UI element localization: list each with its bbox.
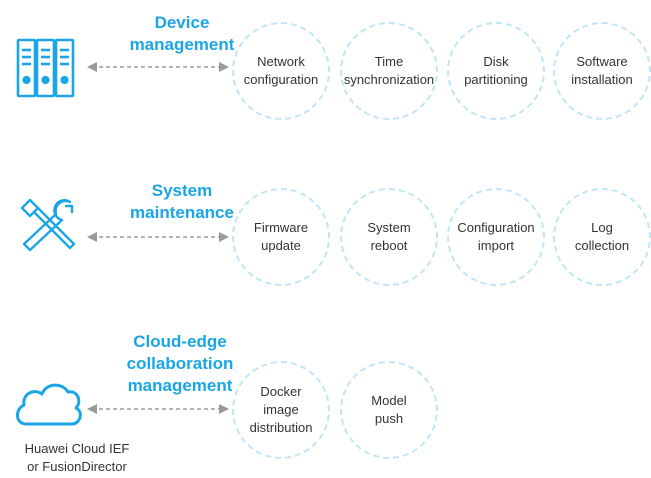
configuration-import-node: Configuration import xyxy=(447,188,545,286)
server-rack-icon xyxy=(16,38,75,98)
node-label: Log collection xyxy=(574,220,630,253)
model-push-node: Model push xyxy=(340,361,438,459)
node-label: Model push xyxy=(371,393,407,426)
node-label: Docker image distribution xyxy=(249,384,313,435)
node-label: Firmware update xyxy=(253,220,309,253)
time-synchronization-node: Time synchronization xyxy=(340,22,438,120)
cloud-caption: Huawei Cloud IEF or FusionDirector xyxy=(24,441,130,474)
node-label: Network configuration xyxy=(243,54,319,87)
node-label: Time synchronization xyxy=(343,54,435,87)
cloud-icon xyxy=(16,383,82,426)
device-management-title: Device management xyxy=(129,13,235,54)
node-label: System reboot xyxy=(367,220,411,253)
tools-wrench-screwdriver-icon xyxy=(20,198,76,252)
node-label: Software installation xyxy=(571,54,633,87)
log-collection-node: Log collection xyxy=(553,188,651,286)
node-label: Configuration import xyxy=(457,220,535,253)
node-label: Disk partitioning xyxy=(464,54,528,87)
software-installation-node: Software installation xyxy=(553,22,651,120)
docker-image-distribution-node: Docker image distribution xyxy=(232,361,330,459)
system-reboot-node: System reboot xyxy=(340,188,438,286)
disk-partitioning-node: Disk partitioning xyxy=(447,22,545,120)
firmware-update-node: Firmware update xyxy=(232,188,330,286)
cloud-edge-collaboration-title: Cloud-edge collaboration management xyxy=(126,332,234,395)
network-configuration-node: Network configuration xyxy=(232,22,330,120)
system-maintenance-title: System maintenance xyxy=(130,181,234,222)
